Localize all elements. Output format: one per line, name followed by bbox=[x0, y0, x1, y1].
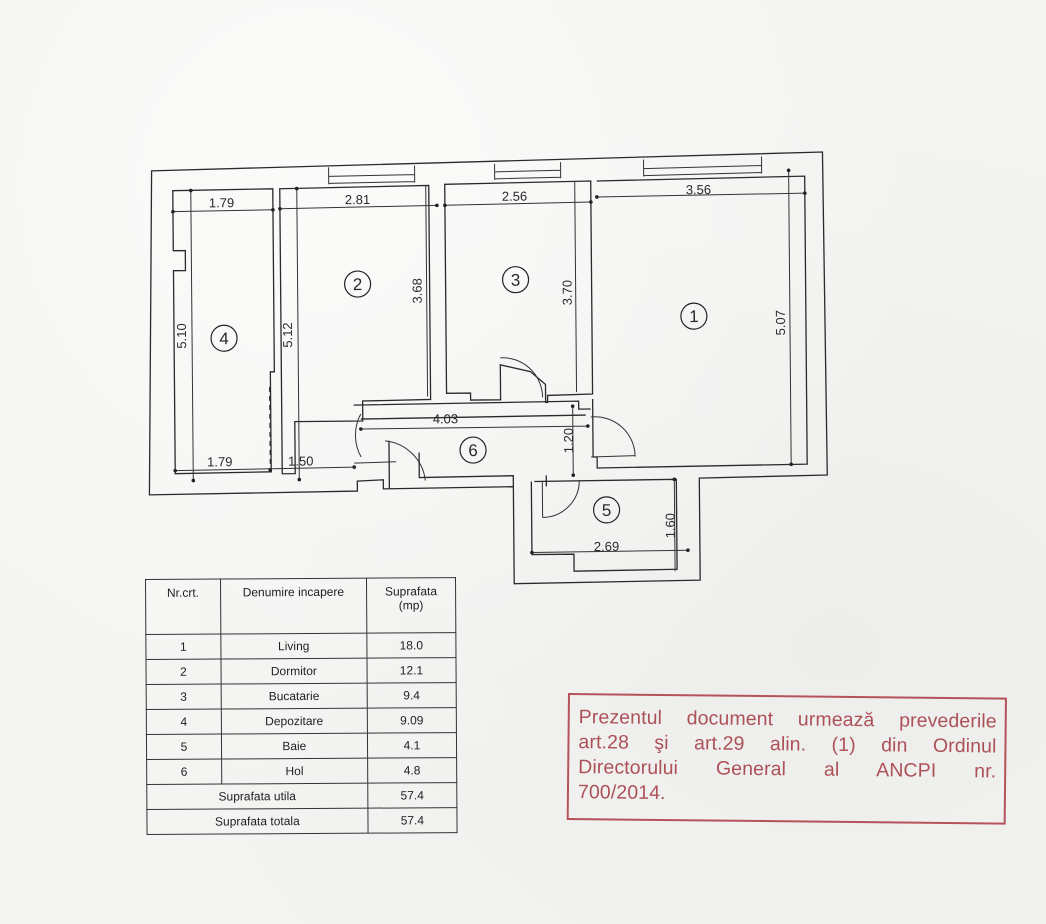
total-label: Suprafata utila bbox=[146, 783, 368, 810]
door-swing-entrance bbox=[384, 440, 426, 481]
window-room-1 bbox=[643, 156, 763, 177]
door-swing-room-1 bbox=[590, 416, 636, 457]
dim-line bbox=[190, 190, 194, 483]
dim-hol-entry: 1.50 bbox=[288, 453, 313, 468]
room-5-outline bbox=[530, 478, 678, 572]
dim-line bbox=[425, 185, 429, 397]
outer-wall bbox=[148, 151, 828, 585]
door-swing-room-3 bbox=[500, 357, 544, 398]
dim-line bbox=[572, 406, 574, 476]
total-value: 57.4 bbox=[367, 782, 457, 809]
cell-nr: 6 bbox=[146, 759, 222, 785]
cell-name: Hol bbox=[221, 758, 368, 785]
table-header-row: Nr.crt. Denumire incapere Suprafata (mp) bbox=[145, 577, 456, 635]
header-area: Suprafata (mp) bbox=[366, 577, 456, 634]
dim-line bbox=[673, 479, 676, 572]
window-room-3 bbox=[494, 162, 562, 180]
cell-nr: 1 bbox=[145, 634, 221, 660]
cell-name: Baie bbox=[221, 733, 368, 760]
header-name: Denumire incapere bbox=[220, 578, 367, 635]
room-number-1: 1 bbox=[680, 302, 708, 330]
cell-name: Living bbox=[220, 633, 367, 660]
dim-line bbox=[788, 170, 792, 465]
room-number-2: 2 bbox=[343, 270, 372, 298]
room-number-5: 5 bbox=[592, 496, 621, 524]
dim-line bbox=[531, 549, 688, 554]
svg-text:3: 3 bbox=[511, 271, 521, 290]
cell-name: Bucatarie bbox=[220, 683, 368, 710]
room-2-outline bbox=[279, 184, 432, 475]
dim-room2-side: 5.12 bbox=[280, 322, 295, 347]
room-number-6: 6 bbox=[459, 436, 487, 464]
cell-nr: 2 bbox=[145, 659, 221, 685]
cell-nr: 5 bbox=[146, 734, 222, 760]
dim-room1-length: 5.07 bbox=[773, 310, 788, 335]
dim-hol-length: 1.20 bbox=[561, 428, 576, 453]
door-swing-room-2 bbox=[354, 413, 362, 458]
dim-baie-width: 2.69 bbox=[594, 539, 619, 554]
dim-room4-bottom: 1.79 bbox=[207, 454, 232, 469]
room-number-4: 4 bbox=[210, 324, 238, 352]
table-row: 6 Hol 4.8 bbox=[146, 757, 457, 785]
dim-line bbox=[360, 425, 588, 430]
svg-text:5: 5 bbox=[602, 501, 612, 520]
cell-area: 9.4 bbox=[366, 682, 457, 709]
ancpi-stamp: Prezentul document urmează prevederile a… bbox=[566, 693, 1007, 825]
dim-line bbox=[172, 209, 273, 213]
total-label: Suprafata totala bbox=[146, 808, 368, 835]
dim-room4-top: 1.79 bbox=[209, 195, 234, 210]
table-row: 4 Depozitare 9.09 bbox=[146, 707, 457, 735]
table-row: 5 Baie 4.1 bbox=[146, 732, 457, 760]
dim-hol-width: 4.03 bbox=[433, 411, 458, 426]
dimension-dots bbox=[171, 168, 807, 555]
dim-room2-width: 2.81 bbox=[345, 192, 370, 207]
dim-room3-width: 2.56 bbox=[502, 189, 527, 204]
svg-text:4: 4 bbox=[219, 329, 229, 348]
area-table: Nr.crt. Denumire incapere Suprafata (mp)… bbox=[145, 577, 458, 835]
cell-name: Dormitor bbox=[220, 658, 367, 685]
cell-area: 9.09 bbox=[367, 707, 457, 734]
table-total-row: Suprafata utila 57.4 bbox=[146, 782, 457, 810]
door-leaf bbox=[354, 455, 636, 518]
total-value: 57.4 bbox=[367, 807, 458, 834]
cell-area: 4.8 bbox=[367, 757, 457, 784]
stamp-line: 700/2014. bbox=[577, 781, 666, 805]
cell-nr: 4 bbox=[146, 709, 222, 735]
dim-room1-width: 3.56 bbox=[686, 182, 711, 197]
cell-name: Depozitare bbox=[221, 708, 368, 735]
dim-line bbox=[444, 201, 591, 206]
cell-area: 12.1 bbox=[366, 657, 457, 684]
cell-area: 18.0 bbox=[366, 632, 456, 659]
dim-room3-length: 3.70 bbox=[560, 280, 575, 305]
room-4-outline bbox=[172, 188, 276, 475]
table-total-row: Suprafata totala 57.4 bbox=[146, 807, 458, 835]
dim-line bbox=[296, 188, 300, 480]
window-room-2 bbox=[328, 165, 416, 185]
dim-room2-length: 3.68 bbox=[410, 278, 425, 303]
table-row: 3 Bucatarie 9.4 bbox=[146, 682, 457, 710]
dim-line-bottom bbox=[175, 466, 355, 472]
header-nr: Nr.crt. bbox=[145, 579, 221, 635]
cell-area: 4.1 bbox=[367, 732, 457, 759]
table-row: 2 Dormitor 12.1 bbox=[145, 657, 457, 685]
dim-line bbox=[596, 192, 805, 198]
svg-text:2: 2 bbox=[353, 275, 363, 294]
room-number-3: 3 bbox=[501, 266, 530, 294]
dim-line bbox=[574, 181, 578, 393]
cell-nr: 3 bbox=[146, 684, 222, 710]
dim-room4-length: 5.10 bbox=[174, 323, 189, 348]
door-swing-room-5 bbox=[542, 480, 580, 518]
svg-text:6: 6 bbox=[468, 441, 478, 460]
dim-baie-length: 1.60 bbox=[663, 513, 678, 538]
dim-line bbox=[279, 204, 437, 210]
svg-text:1: 1 bbox=[689, 307, 699, 326]
table-row: 1 Living 18.0 bbox=[145, 632, 456, 660]
room-6-outline bbox=[353, 400, 591, 420]
